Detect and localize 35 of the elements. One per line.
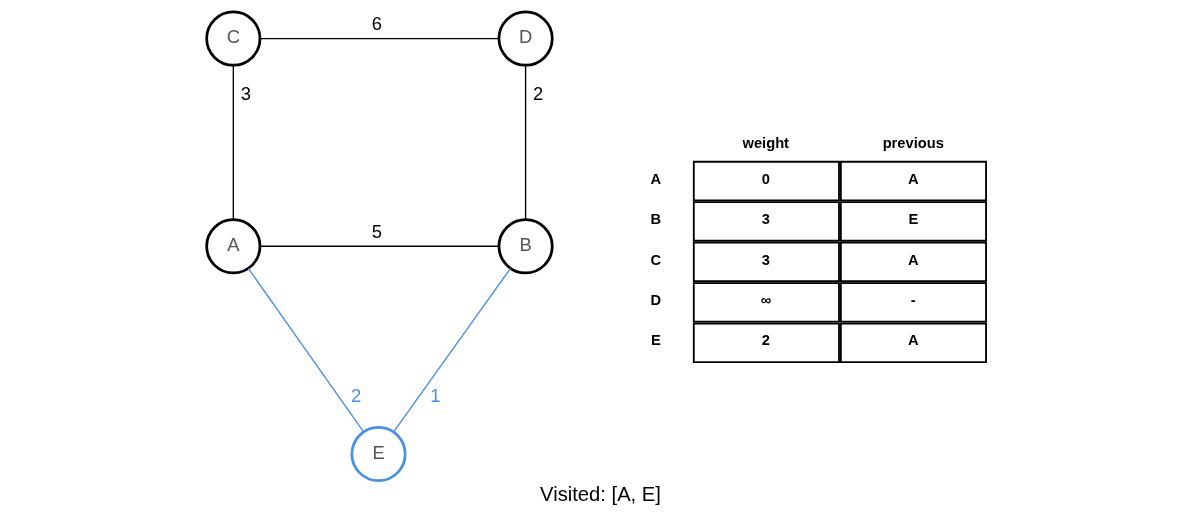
label: E xyxy=(907,211,918,228)
edge-label: 2 xyxy=(532,83,543,105)
node-circle: C xyxy=(204,10,261,67)
edge-label: 6 xyxy=(371,13,382,35)
label: 3 xyxy=(761,251,770,268)
node-circle: D xyxy=(497,10,554,67)
edge-label: 1 xyxy=(429,384,440,406)
label: A xyxy=(650,170,661,187)
edge-label: 2 xyxy=(350,384,361,406)
label: B xyxy=(650,211,661,228)
label: - xyxy=(910,291,916,308)
caption: Visited: [A, E] xyxy=(539,482,661,505)
connector xyxy=(232,64,234,221)
label: D xyxy=(650,291,661,308)
label: A xyxy=(907,170,919,187)
connector xyxy=(392,267,511,433)
edge-label: 5 xyxy=(371,221,382,243)
label: C xyxy=(650,251,661,268)
node-circle: B xyxy=(497,218,554,275)
label: E xyxy=(650,332,661,349)
label: previous xyxy=(882,134,944,151)
label: A xyxy=(907,251,919,268)
label: 2 xyxy=(761,332,770,349)
edge-label: 3 xyxy=(240,83,251,105)
label: 3 xyxy=(761,211,770,228)
connector xyxy=(258,245,499,247)
node-circle: E xyxy=(350,425,407,483)
connector xyxy=(258,37,499,40)
node-circle: A xyxy=(204,218,261,275)
label: ∞ xyxy=(760,291,771,308)
label: weight xyxy=(742,134,789,151)
connector xyxy=(524,64,526,221)
label: 0 xyxy=(761,170,770,187)
connector xyxy=(247,267,364,433)
label: A xyxy=(907,332,919,349)
